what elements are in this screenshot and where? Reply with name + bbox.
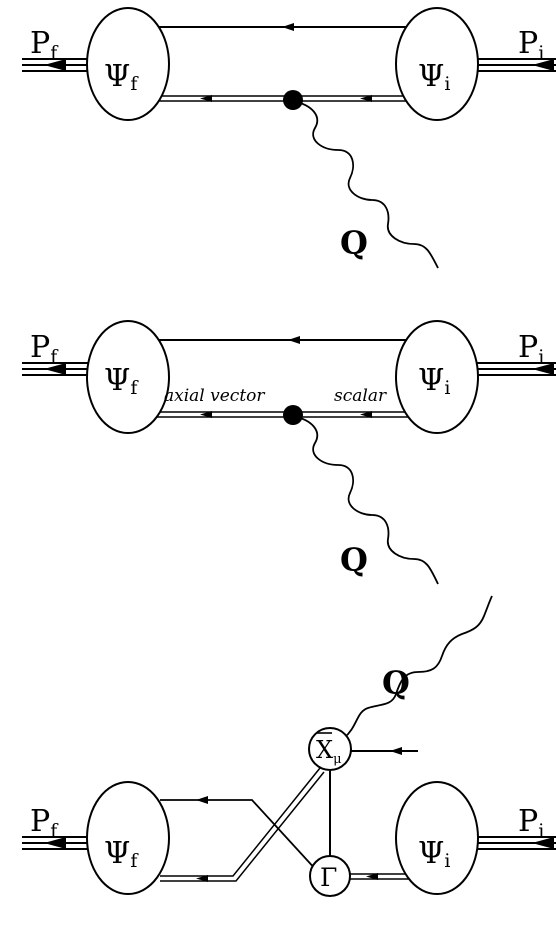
svg-text:Ψi: Ψi — [418, 363, 450, 399]
svg-text:Pf: Pf — [30, 330, 59, 368]
interaction-vertex — [283, 405, 303, 425]
initial-state-blob — [395, 781, 479, 895]
diquark-line-crossed — [160, 767, 325, 882]
final-momentum-label: P — [30, 26, 50, 61]
quark-line-top — [150, 23, 420, 31]
final-state-legs — [22, 58, 96, 72]
quark-line-right — [343, 747, 418, 755]
initial-state-legs — [464, 362, 556, 376]
final-wavefunction-label: Ψ — [104, 59, 130, 94]
initial-state-legs — [464, 836, 556, 850]
quark-line-top — [150, 336, 420, 344]
svg-text:Pi: Pi — [518, 26, 544, 64]
svg-text:Pf: Pf — [30, 26, 59, 64]
quark-line-top — [160, 796, 319, 873]
svg-text:Ψi: Ψi — [418, 59, 450, 95]
initial-state-legs — [464, 58, 556, 72]
initial-momentum-label: P — [518, 330, 538, 365]
svg-text:Ψf: Ψf — [104, 836, 139, 872]
svg-text:Pi: Pi — [518, 330, 544, 368]
diagram-3: Xμ Γ Pf Pi Ψf Ψi Q — [22, 595, 556, 897]
svg-text:Ψf: Ψf — [104, 363, 139, 399]
scalar-label: scalar — [334, 386, 387, 406]
upper-vertex-label: X — [316, 736, 333, 764]
final-state-legs — [22, 362, 96, 376]
final-state-blob — [86, 781, 170, 895]
svg-text:Ψf: Ψf — [104, 59, 139, 95]
final-wavefunction-label: Ψ — [104, 836, 130, 871]
lower-vertex-label: Γ — [320, 863, 337, 892]
final-state-legs — [22, 836, 96, 850]
svg-text:Pf: Pf — [30, 804, 59, 842]
initial-wavefunction-label: Ψ — [418, 59, 444, 94]
lower-vertex — [309, 855, 351, 897]
final-momentum-label: P — [30, 330, 50, 365]
diagram-1: Pf Pi Ψf Ψi Q — [22, 7, 556, 269]
initial-momentum-label: P — [518, 804, 538, 839]
upper-vertex — [308, 727, 352, 771]
initial-state-blob — [395, 7, 479, 121]
svg-text:Ψi: Ψi — [418, 836, 450, 872]
initial-wavefunction-label: Ψ — [418, 363, 444, 398]
probe-label: Q — [382, 664, 410, 702]
probe-label: Q — [340, 541, 368, 579]
final-momentum-label: P — [30, 804, 50, 839]
photon-line — [292, 415, 439, 585]
interaction-vertex — [283, 90, 303, 110]
initial-state-blob — [395, 320, 479, 434]
photon-line — [292, 100, 439, 269]
diagram-2: axial vector scalar Pf Pi Ψf Ψi Q — [22, 320, 556, 585]
initial-momentum-label: P — [518, 26, 538, 61]
final-wavefunction-label: Ψ — [104, 363, 130, 398]
svg-text:Xμ: Xμ — [316, 736, 342, 767]
axial-vector-label: axial vector — [164, 386, 265, 406]
probe-label: Q — [340, 224, 368, 262]
final-state-blob — [86, 320, 170, 434]
initial-wavefunction-label: Ψ — [418, 836, 444, 871]
final-state-blob — [86, 7, 170, 121]
svg-text:Pi: Pi — [518, 804, 544, 842]
photon-line — [343, 595, 493, 739]
